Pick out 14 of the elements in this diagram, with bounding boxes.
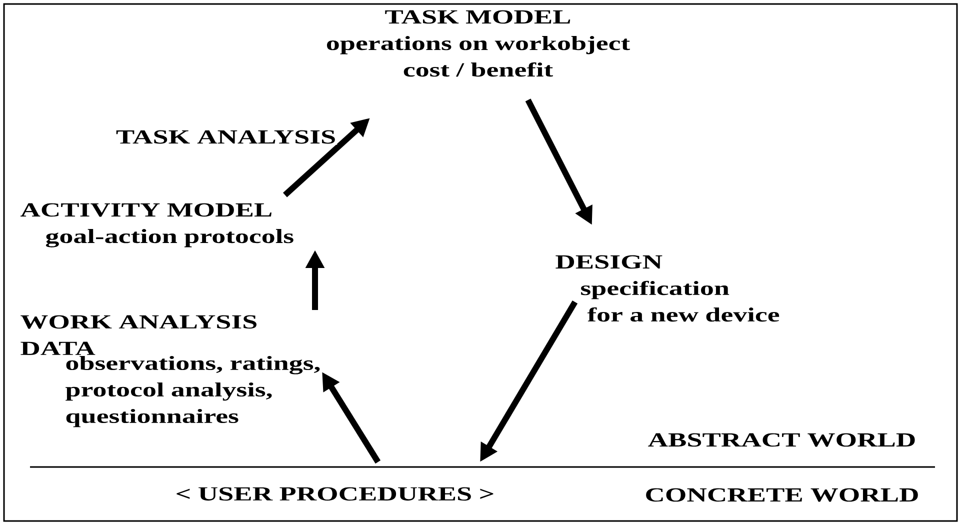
edge-label: TASK ANALYSIS — [116, 130, 335, 144]
node-text: < USER PROCEDURES > — [176, 487, 494, 501]
node-text: for a new device — [587, 307, 780, 322]
node-text: cost / benefit — [404, 62, 553, 77]
node-heading: TASK MODEL — [385, 10, 570, 24]
region-label: CONCRETE WORLD — [646, 488, 918, 502]
node-text: goal-action protocols — [46, 229, 294, 248]
node-heading: WORK ANALYSIS DATA — [20, 315, 256, 355]
region-label: ABSTRACT WORLD — [648, 433, 915, 447]
node-text: specification — [581, 280, 730, 300]
node-heading: DESIGN — [556, 255, 662, 269]
node-text: operations on workobject — [326, 36, 630, 54]
node-heading: ACTIVITY MODEL — [20, 203, 272, 217]
node-text: observations, ratings, protocol analysis, questionnaires — [66, 356, 320, 428]
